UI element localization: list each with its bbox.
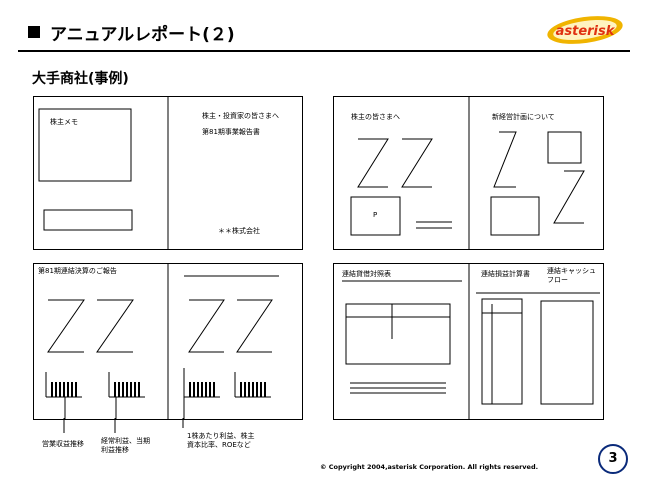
plan-title: 新経営計画について xyxy=(492,113,555,121)
results-z-4 xyxy=(236,299,273,353)
panel-financials-spread: 連結貸借対照表 連結損益計算書 連結キャッシュ フロー xyxy=(333,263,604,420)
title-bullet xyxy=(28,26,40,38)
bar-mark xyxy=(67,382,69,397)
memo-label: 株主メモ xyxy=(50,118,78,126)
text-z-2 xyxy=(401,138,433,188)
cf-title: 連結キャッシュ フロー xyxy=(547,267,596,284)
bar-mark xyxy=(240,382,242,397)
text-z-1 xyxy=(357,138,389,188)
bar-mark xyxy=(130,382,132,397)
bar-mark xyxy=(75,382,77,397)
plan-box-1 xyxy=(547,131,582,164)
greeting-title: 株主の皆さまへ xyxy=(351,113,400,121)
title-divider xyxy=(18,50,630,52)
bar-mark xyxy=(122,382,124,397)
panel-results-drawing xyxy=(45,264,279,419)
bar-mark xyxy=(126,382,128,397)
bar-mark xyxy=(138,382,140,397)
plan-box-2 xyxy=(490,196,540,236)
bar-mark xyxy=(244,382,246,397)
panel-greeting-spread: 株主の皆さまへ 新経営計画について P xyxy=(333,96,604,250)
bar-mark xyxy=(213,382,215,397)
bar-mark xyxy=(248,382,250,397)
pl-table xyxy=(481,298,523,405)
page-number: 3 xyxy=(598,444,628,474)
callout-revenue: 営業収益推移 xyxy=(42,440,84,448)
bar-mark xyxy=(205,382,207,397)
photo-box xyxy=(350,196,401,236)
memo-box xyxy=(38,108,132,182)
section-subtitle: 大手商社(事例) xyxy=(32,71,129,87)
bar-mark xyxy=(71,382,73,397)
bar-mark xyxy=(189,382,191,397)
bar-mark xyxy=(63,382,65,397)
bar-mark xyxy=(55,382,57,397)
report-label: 第81期事業報告書 xyxy=(202,128,260,136)
bar-mark xyxy=(252,382,254,397)
panel-cover-drawing xyxy=(38,97,169,249)
results-z-2 xyxy=(96,299,134,353)
pl-title: 連結損益計算書 xyxy=(481,270,530,278)
bs-title: 連結貸借対照表 xyxy=(342,270,391,278)
bar-mark xyxy=(260,382,262,397)
cf-table xyxy=(540,300,594,405)
greeting-label: 株主・投資家の皆さまへ xyxy=(202,112,279,120)
bar-mark xyxy=(197,382,199,397)
asterisk-logo: asterisk xyxy=(547,16,623,44)
bar-mark xyxy=(118,382,120,397)
logo-text: asterisk xyxy=(556,24,616,39)
bar-mark xyxy=(134,382,136,397)
results-z-3 xyxy=(188,299,225,353)
copyright-text: © Copyright 2004,asterisk Corporation. A… xyxy=(320,463,539,471)
panel-cover-spread: 株主メモ 株主・投資家の皆さまへ 第81期事業報告書 ＊＊株式会社 xyxy=(33,96,303,250)
callout-profit: 経常利益、当期 利益推移 xyxy=(101,437,150,454)
bar-mark xyxy=(201,382,203,397)
bar-charts xyxy=(45,372,271,398)
panel-greeting-drawing xyxy=(350,97,585,249)
bar-mark xyxy=(256,382,258,397)
company-label: ＊＊株式会社 xyxy=(218,227,260,235)
panel-financials-drawing xyxy=(342,264,600,419)
callout-eps: 1株あたり利益、株主 資本比率、ROEなど xyxy=(187,432,255,449)
plan-z-2 xyxy=(553,170,585,224)
photo-label: P xyxy=(373,211,378,219)
bs-table xyxy=(345,303,451,365)
bar-mark xyxy=(209,382,211,397)
bar-mark xyxy=(193,382,195,397)
bar-mark xyxy=(51,382,53,397)
results-title: 第81期連結決算のご報告 xyxy=(38,267,117,275)
bar-mark xyxy=(264,382,266,397)
results-z-1 xyxy=(47,299,85,353)
plan-z-1 xyxy=(493,131,517,188)
bar-mark xyxy=(59,382,61,397)
panel-results-spread: 第81期連結決算のご報告 xyxy=(33,263,303,420)
page-title: アニュアルレポート(２) xyxy=(50,25,235,45)
bar-mark xyxy=(114,382,116,397)
blank-box xyxy=(43,209,133,231)
